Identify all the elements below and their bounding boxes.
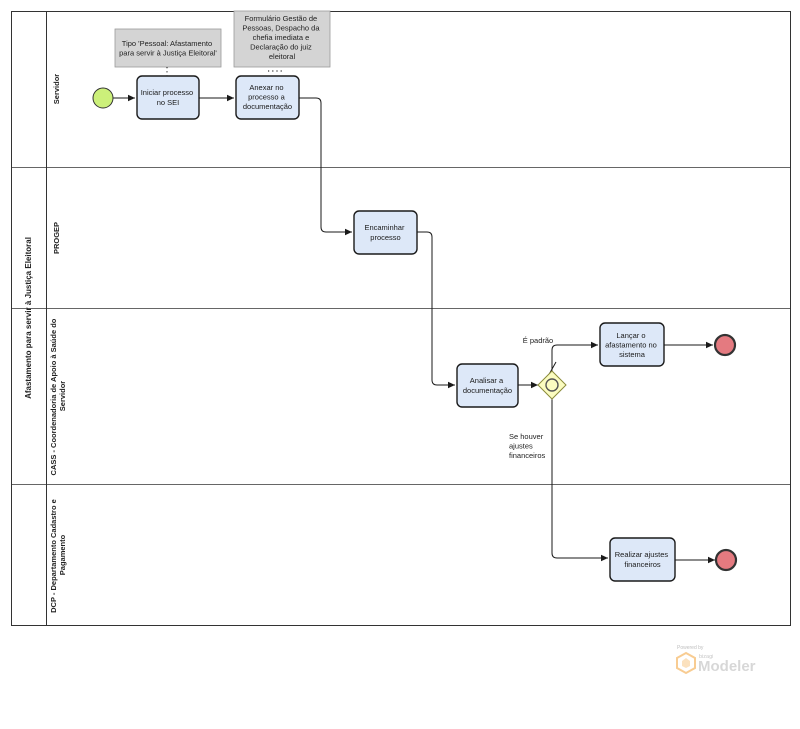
svg-text:Lançar o afastamento no: Lançar o afastamento no sistema bbox=[605, 331, 659, 359]
inclusive-gateway[interactable] bbox=[537, 370, 567, 400]
start-event[interactable] bbox=[92, 87, 114, 109]
task-iniciar-processo[interactable]: Iniciar processo no SEI bbox=[136, 75, 200, 120]
task-realizar-ajustes[interactable]: Realizar ajustes financeiros bbox=[609, 537, 676, 582]
svg-text:Tipo 'Pessoal: Afastamento: Tipo 'Pessoal: Afastamento para servir à… bbox=[119, 39, 217, 58]
lane-title-servidor: Servidor bbox=[52, 74, 61, 105]
flow-label-ajustes: Se houver ajustes financeiros bbox=[509, 432, 546, 460]
annotation-formulario[interactable]: Formulário Gestão de Pessoas, Despacho d… bbox=[233, 10, 331, 72]
lane-cass: CASS - Coordenadoria de Apoio à Saúde do… bbox=[49, 317, 67, 476]
task-lancar-afastamento[interactable]: Lançar o afastamento no sistema bbox=[599, 322, 665, 367]
lane-title-cass-line2: Servidor bbox=[58, 381, 67, 412]
flow-label-padrao: É padrão bbox=[523, 336, 553, 345]
svg-text:Powered by: Powered by bbox=[677, 645, 704, 651]
lane-title-dcp-line2: Pagamento bbox=[58, 534, 67, 575]
flow-encaminhar-analisar bbox=[417, 231, 455, 389]
pool: Afastamento para servir à Justiça Eleito… bbox=[11, 11, 791, 626]
lane-dcp: DCP - Departamento Cadastro e Pagamento bbox=[49, 497, 67, 613]
pool-title: Afastamento para servir à Justiça Eleito… bbox=[24, 237, 33, 399]
task-anexar-documentacao[interactable]: Anexar no processo a documentação bbox=[235, 75, 300, 120]
svg-text:Anexar no processo a: Anexar no processo a documentação bbox=[243, 83, 292, 111]
svg-text:Analisar a documentação: Analisar a documentação bbox=[463, 376, 512, 395]
svg-text:bizagi: bizagi bbox=[699, 654, 713, 660]
end-event-lancar[interactable] bbox=[713, 333, 737, 357]
end-event-ajustes[interactable] bbox=[714, 548, 738, 572]
svg-text:DCP - Departamento Cadastro e: DCP - Departamento Cadastro e Pagamento bbox=[49, 497, 67, 613]
svg-text:Formulário Gestão de Pes: Formulário Gestão de Pessoas, Despacho d… bbox=[242, 14, 321, 61]
bizagi-logo-icon bbox=[676, 651, 696, 675]
svg-text:Modeler: Modeler bbox=[698, 658, 756, 675]
sequence-flows bbox=[113, 94, 715, 564]
svg-text:Iniciar processo no SEI: Iniciar processo no SEI bbox=[141, 88, 196, 107]
lane-title-dcp-line1: DCP - Departamento Cadastro e bbox=[49, 499, 58, 613]
annotation-tipo[interactable]: Tipo 'Pessoal: Afastamento para servir à… bbox=[114, 28, 222, 76]
svg-text:Encaminhar processo: Encaminhar processo bbox=[364, 223, 406, 242]
lane-progep: PROGEP bbox=[52, 222, 61, 254]
flow-gateway-realizar bbox=[551, 399, 608, 562]
flow-anexar-encaminhar bbox=[299, 97, 352, 236]
lane-title-cass-line1: CASS - Coordenadoria de Apoio à Saúde do bbox=[49, 318, 58, 475]
lane-title-progep: PROGEP bbox=[52, 222, 61, 254]
svg-text:CASS - Coordenadoria de Apoio: CASS - Coordenadoria de Apoio à Saúde do… bbox=[49, 317, 67, 476]
task-encaminhar-processo[interactable]: Encaminhar processo bbox=[353, 210, 418, 255]
flow-gateway-lancar bbox=[551, 341, 598, 371]
bizagi-watermark: Powered by bizagi Modeler bbox=[676, 645, 756, 675]
task-analisar-documentacao[interactable]: Analisar a documentação bbox=[456, 363, 519, 408]
lane-servidor: Servidor bbox=[52, 74, 61, 105]
svg-text:Realizar ajustes finance: Realizar ajustes financeiros bbox=[615, 550, 670, 569]
